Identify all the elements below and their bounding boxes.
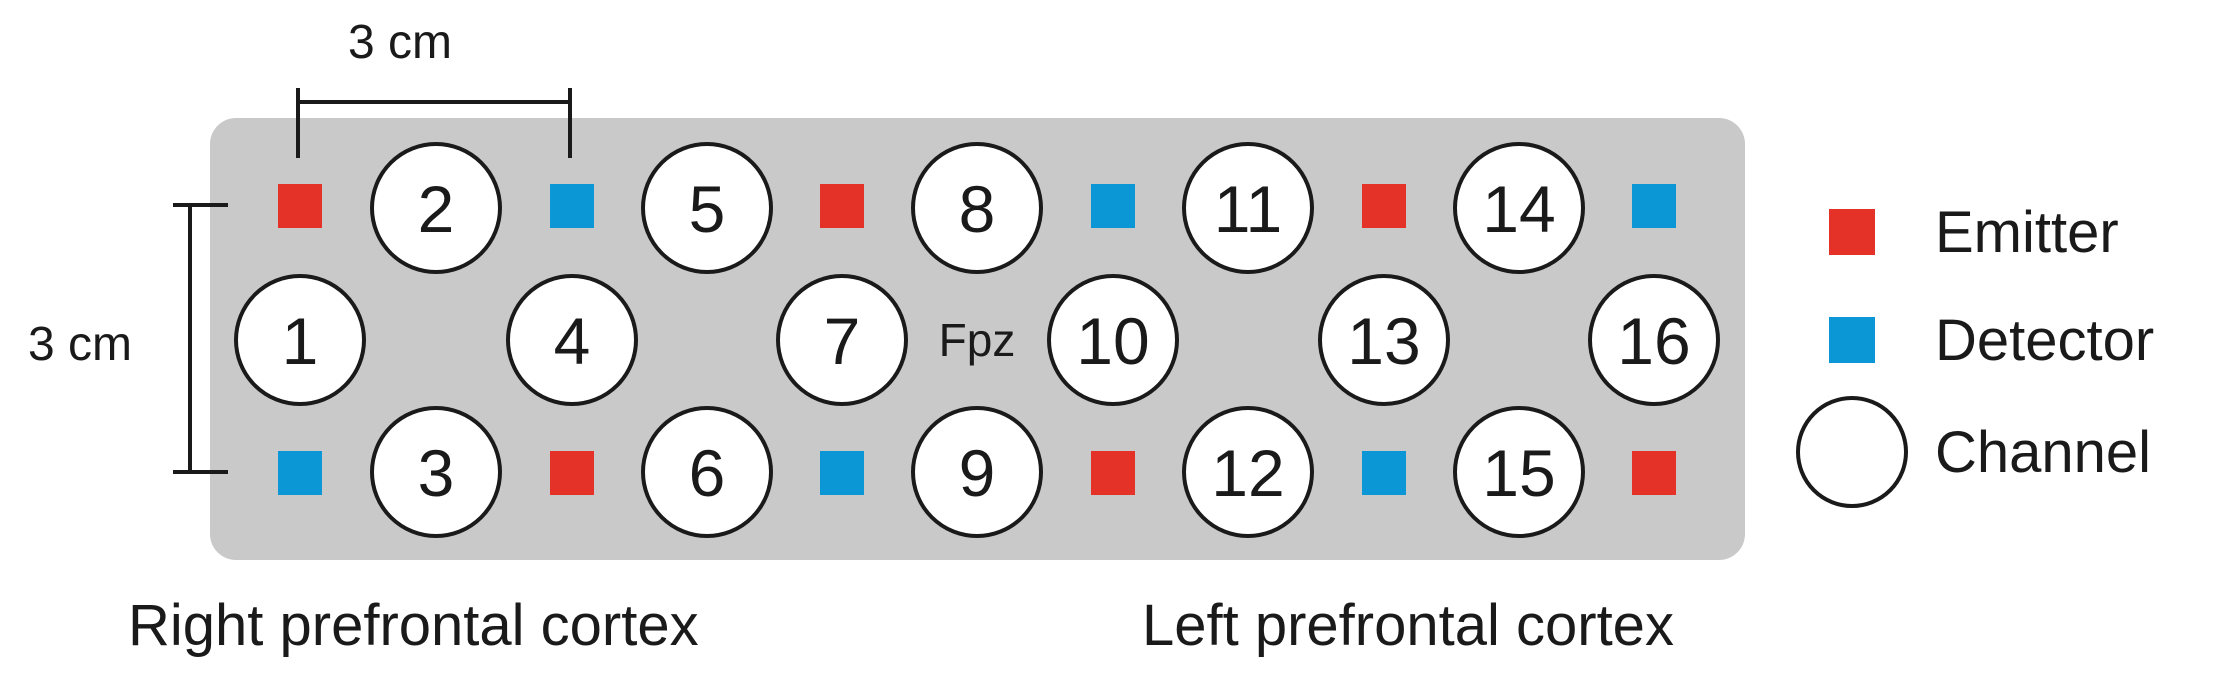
detector-marker xyxy=(1632,184,1676,228)
channel-number: 15 xyxy=(1482,436,1555,510)
probe-board xyxy=(210,118,1745,560)
detector-marker xyxy=(550,184,594,228)
channel-14: 14 xyxy=(1453,142,1585,274)
channel-circle xyxy=(911,142,1043,274)
channel-1: 1 xyxy=(234,274,366,406)
detector-marker xyxy=(1362,451,1406,495)
channel-circle xyxy=(1453,142,1585,274)
channel-number: 7 xyxy=(824,304,861,378)
vertical-scale-label: 3 cm xyxy=(28,318,132,371)
channel-number: 1 xyxy=(282,304,319,378)
channel-number: 11 xyxy=(1214,172,1283,246)
left-prefrontal-cortex-label: Left prefrontal cortex xyxy=(1142,593,1674,658)
channel-circle xyxy=(1453,406,1585,538)
emitter-marker xyxy=(278,184,322,228)
scale-bars: 3 cm 3 cm xyxy=(28,16,572,474)
channel-number: 8 xyxy=(959,172,996,246)
channel-number: 5 xyxy=(689,172,726,246)
emitter-marker xyxy=(1632,451,1676,495)
channel-circle xyxy=(1588,274,1720,406)
channel-12: 12 xyxy=(1182,406,1314,538)
channel-number: 16 xyxy=(1617,304,1690,378)
channel-number: 3 xyxy=(418,436,455,510)
channel-number: 10 xyxy=(1076,304,1149,378)
channel-9: 9 xyxy=(911,406,1043,538)
channel-number: 2 xyxy=(418,172,455,246)
legend-circle-swatch xyxy=(1796,396,1908,508)
channel-3: 3 xyxy=(370,406,502,538)
fpz-label: Fpz xyxy=(939,314,1016,366)
channel-number: 6 xyxy=(689,436,726,510)
channel-circle xyxy=(370,406,502,538)
right-prefrontal-cortex-label: Right prefrontal cortex xyxy=(128,593,699,658)
emitter-marker xyxy=(1362,184,1406,228)
channel-8: 8 xyxy=(911,142,1043,274)
channel-number: 13 xyxy=(1347,304,1420,378)
detector-marker xyxy=(820,451,864,495)
channel-circle xyxy=(370,142,502,274)
optodes xyxy=(278,184,1676,495)
emitter-marker xyxy=(1091,451,1135,495)
channel-4: 4 xyxy=(506,274,638,406)
emitter-marker xyxy=(820,184,864,228)
channel-number: 14 xyxy=(1482,172,1555,246)
channel-2: 2 xyxy=(370,142,502,274)
emitter-marker xyxy=(550,451,594,495)
legend-label: Channel xyxy=(1935,420,2151,485)
channel-circle xyxy=(1182,142,1314,274)
probe-board-background xyxy=(210,118,1745,560)
channel-circle xyxy=(641,406,773,538)
channel-7: 7 xyxy=(776,274,908,406)
legend-item-emitter: Emitter xyxy=(1829,200,2119,265)
channel-circle xyxy=(234,274,366,406)
channel-number: 12 xyxy=(1211,436,1284,510)
channel-circle xyxy=(1318,274,1450,406)
channel-circle xyxy=(641,142,773,274)
channel-15: 15 xyxy=(1453,406,1585,538)
channel-circle xyxy=(506,274,638,406)
channel-circle xyxy=(776,274,908,406)
channel-circle xyxy=(1047,274,1179,406)
legend-label: Emitter xyxy=(1935,200,2119,265)
channel-11: 11 xyxy=(1182,142,1314,274)
channel-13: 13 xyxy=(1318,274,1450,406)
channel-number: 9 xyxy=(959,436,996,510)
channel-circle xyxy=(1182,406,1314,538)
horizontal-scale-label: 3 cm xyxy=(348,16,452,69)
legend-square-swatch xyxy=(1829,317,1875,363)
channel-number: 4 xyxy=(554,304,591,378)
legend-label: Detector xyxy=(1935,308,2154,373)
legend-square-swatch xyxy=(1829,209,1875,255)
channel-10: 10 xyxy=(1047,274,1179,406)
channel-circle xyxy=(911,406,1043,538)
legend-item-detector: Detector xyxy=(1829,308,2154,373)
detector-marker xyxy=(1091,184,1135,228)
detector-marker xyxy=(278,451,322,495)
channel-16: 16 xyxy=(1588,274,1720,406)
channel-6: 6 xyxy=(641,406,773,538)
channel-5: 5 xyxy=(641,142,773,274)
legend-item-channel: Channel xyxy=(1796,396,2151,508)
